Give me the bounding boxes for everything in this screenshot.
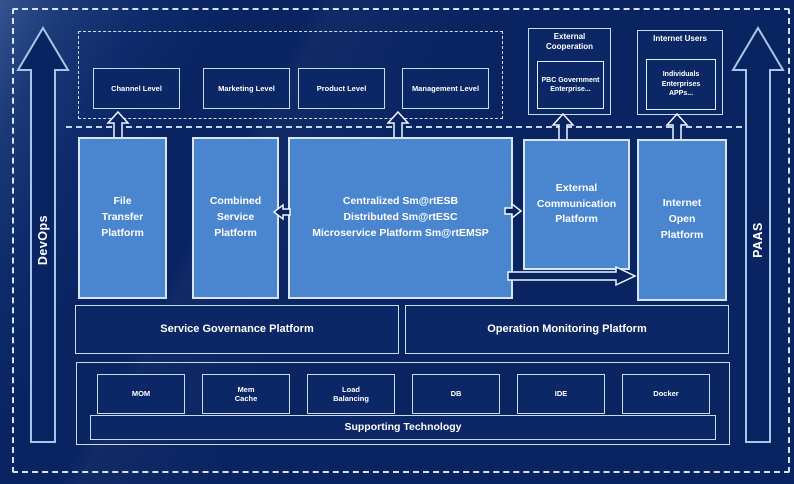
channel-level-label: Channel Level xyxy=(111,83,162,93)
layer-separator-dashed-line xyxy=(66,126,742,128)
supporting-technology-label: Supporting Technology xyxy=(344,420,462,433)
internet-open-platform-box: Internet Open Platform xyxy=(637,139,727,301)
product-level-box: Product Level xyxy=(298,68,385,109)
external-cooperation-box: External Cooperation PBC Government Ente… xyxy=(528,28,611,115)
tech-box-ide: IDE xyxy=(517,374,605,414)
tech-box-docker: Docker xyxy=(622,374,710,414)
management-level-label: Management Level xyxy=(411,83,480,93)
supporting-technology-container xyxy=(76,362,730,445)
management-level-box: Management Level xyxy=(402,68,489,109)
tech-box-load-balancing: Load Balancing xyxy=(307,374,395,414)
supporting-technology-bar: Supporting Technology xyxy=(90,415,716,440)
operation-monitoring-platform-box: Operation Monitoring Platform xyxy=(405,305,729,354)
up-arrow-icon xyxy=(665,112,689,142)
operation-monitoring-platform-label: Operation Monitoring Platform xyxy=(487,322,647,335)
business-levels-container xyxy=(78,31,503,119)
central-esb-platform-box: Centralized Sm@rtESB Distributed Sm@rtES… xyxy=(288,137,513,299)
right-arrow-icon xyxy=(503,202,523,220)
combined-service-platform-box: Combined Service Platform xyxy=(192,137,279,299)
external-cooperation-title: External Cooperation xyxy=(545,32,594,51)
tech-box-mem-cache: Mem Cache xyxy=(202,374,290,414)
file-transfer-platform-box: File Transfer Platform xyxy=(78,137,167,299)
internet-users-title: Internet Users xyxy=(653,34,707,43)
devops-up-arrow-icon xyxy=(15,25,71,445)
paas-up-arrow-icon xyxy=(730,25,786,445)
up-arrow-icon xyxy=(551,112,575,142)
outer-dashed-frame xyxy=(12,8,790,473)
product-level-label: Product Level xyxy=(316,83,367,93)
internet-users-members-box: Individuals Enterprises APPs... xyxy=(646,59,716,110)
service-governance-platform-label: Service Governance Platform xyxy=(160,322,314,335)
external-cooperation-members-box: PBC Government Enterprise... xyxy=(537,61,604,109)
marketing-level-box: Marketing Level xyxy=(203,68,290,109)
channel-level-box: Channel Level xyxy=(93,68,180,109)
tech-box-db: DB xyxy=(412,374,500,414)
external-communication-platform-box: External Communication Platform xyxy=(523,139,630,270)
paas-rail-label: PAAS xyxy=(751,222,765,258)
up-arrow-icon xyxy=(106,110,130,140)
long-right-arrow-icon xyxy=(506,265,638,287)
tech-box-mom: MOM xyxy=(97,374,185,414)
left-arrow-icon xyxy=(272,203,292,221)
marketing-level-label: Marketing Level xyxy=(218,83,275,93)
internet-users-box: Internet Users Individuals Enterprises A… xyxy=(637,30,723,115)
service-governance-platform-box: Service Governance Platform xyxy=(75,305,399,354)
devops-rail-label: DevOps xyxy=(36,214,50,266)
up-arrow-icon xyxy=(386,110,410,140)
